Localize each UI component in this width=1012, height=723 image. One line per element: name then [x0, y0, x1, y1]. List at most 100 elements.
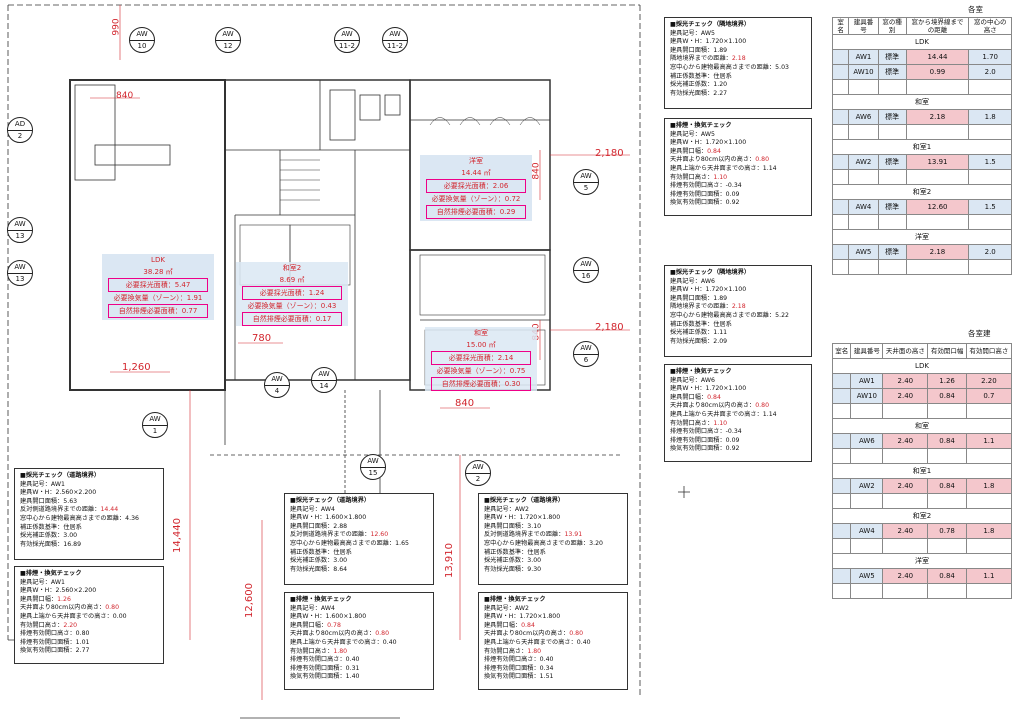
check-line: 建具W・H：1.720×1.100 — [670, 139, 806, 148]
table-cell-empty — [831, 64, 850, 80]
check-line: 建具W・H：1.720×1.100 — [670, 38, 806, 47]
marker-number: 2 — [17, 132, 23, 140]
check-label: 建具記号：AW5 — [670, 130, 715, 138]
check-line: 建具開口幅：0.84 — [484, 622, 622, 631]
check-value: 2.20 — [63, 621, 78, 629]
table-blank-row — [831, 538, 1012, 554]
check-label: 建具開口面積：5.63 — [20, 497, 78, 505]
check-line: 天井面より80cm以内の高さ：0.80 — [484, 630, 622, 639]
room-line-3: 自然排煙必要面積：0.30 — [431, 377, 531, 391]
room-line-3: 自然排煙必要面積：0.77 — [108, 304, 208, 318]
table-cell: 0.84 — [927, 388, 967, 404]
table1-title: 各室 — [968, 5, 983, 14]
check-label: 建具開口面積：2.88 — [290, 522, 348, 530]
table-cell: 2.18 — [905, 109, 970, 125]
check-label: 天井面より80cm以内の高さ： — [484, 630, 570, 638]
check-line: 建具開口面積：1.89 — [670, 47, 806, 56]
check-line: ■排煙・換気チェック — [20, 570, 158, 579]
room-area: 8.69 ㎡ — [279, 276, 305, 284]
check-line: 建具記号：AW2 — [484, 506, 622, 515]
table-cell-empty — [905, 124, 970, 140]
table-cell: 0.78 — [927, 523, 967, 539]
check-label: ■採光チェック（道路境界） — [20, 472, 101, 479]
check-value: 1.80 — [333, 647, 348, 655]
check-line: 建具記号：AW4 — [290, 605, 428, 614]
check-line: 補正係数基準：住居系 — [670, 73, 806, 82]
check-label: 排煙有効開口高さ：0.80 — [20, 630, 90, 638]
check-label: 窓中心から建物最高高さまでの距離：1.65 — [290, 539, 409, 547]
table-blank-row — [831, 124, 1012, 140]
table-cell-empty — [850, 493, 884, 509]
check-line: 建具上端から天井面までの高さ：0.00 — [20, 613, 158, 622]
table-cell-empty — [968, 124, 1012, 140]
check-label: 建具W・H：1.720×1.100 — [670, 385, 747, 393]
check-line: ■採光チェック（道路境界） — [290, 497, 428, 506]
check-line: 補正係数基準：住居系 — [290, 549, 428, 558]
check-line: 有効採光面積：2.27 — [670, 90, 806, 99]
table-header: 窓から境界線までの距離 — [905, 17, 970, 35]
table-cell-empty — [850, 583, 884, 599]
check-label: 建具開口幅： — [670, 393, 708, 401]
check-label: ■採光チェック（隣地境界） — [670, 269, 751, 276]
table-cell-empty — [831, 583, 852, 599]
table-cell-empty — [927, 448, 967, 464]
table-cell-empty — [831, 199, 850, 215]
check-line: 天井面より80cm以内の高さ：0.80 — [20, 604, 158, 613]
check-label: 有効開口高さ： — [484, 647, 528, 655]
table-room-name: 洋室 — [832, 229, 1012, 245]
check-line: 採光補正係数：3.00 — [484, 557, 622, 566]
check-label: 建具W・H：1.720×1.100 — [670, 139, 747, 147]
table-cell-empty — [927, 538, 967, 554]
table-header: 有効開口高さ — [965, 343, 1012, 359]
table-cell-empty — [882, 583, 929, 599]
check-label: 天井面より80cm以内の高さ： — [290, 630, 376, 638]
check-line: 建具記号：AW1 — [20, 579, 158, 588]
table-header: 窓の種別 — [877, 17, 907, 35]
check-label: 建具W・H：1.720×1.100 — [670, 38, 747, 46]
table-cell-empty — [905, 259, 970, 275]
table-blank-row — [831, 448, 1012, 464]
table-room-name: LDK — [832, 358, 1012, 374]
table-cell-empty — [965, 448, 1012, 464]
dim-840-right-top: 840 — [531, 162, 542, 180]
table-cell: 2.18 — [905, 244, 970, 260]
check-line: 換気有効開口面積：2.77 — [20, 647, 158, 656]
check-line: ■採光チェック（隣地境界） — [670, 269, 806, 278]
room-line-1: 必要採光面積：2.06 — [426, 179, 526, 193]
check-label: 換気有効開口面積：1.51 — [484, 673, 554, 681]
table-cell: 0.7 — [965, 388, 1012, 404]
table-cell: 1.1 — [965, 433, 1012, 449]
table-cell: 2.0 — [968, 244, 1012, 260]
check-line: 反対側道路境界までの距離：12.60 — [290, 531, 428, 540]
marker-number: 13 — [15, 232, 25, 240]
table-cell: 2.40 — [882, 433, 929, 449]
check-line: 窓中心から建物最高高さまでの距離：4.36 — [20, 515, 158, 524]
table-cell-empty — [831, 124, 850, 140]
check-label: 換気有効開口面積：1.40 — [290, 673, 360, 681]
table-cell: 0.84 — [927, 568, 967, 584]
table-cell-empty — [882, 448, 929, 464]
room-line-2: 必要換気量（ゾーン）：0.72 — [431, 195, 521, 203]
table-cell: 標準 — [877, 49, 907, 65]
table-cell: 2.40 — [882, 568, 929, 584]
check-label: 有効採光面積：9.30 — [484, 565, 542, 573]
marker-type: AW — [216, 29, 240, 41]
table-cell-empty — [831, 49, 850, 65]
table-cell: 1.70 — [968, 49, 1012, 65]
room-line-1: 必要採光面積：5.47 — [108, 278, 208, 292]
check-value: 0.80 — [755, 156, 770, 164]
check-line: 補正係数基準：住居系 — [484, 549, 622, 558]
room-line-2: 必要換気量（ゾーン）：1.91 — [113, 294, 203, 302]
check-label: 排煙有効開口高さ：-0.34 — [670, 182, 742, 190]
check-line: ■採光チェック（隣地境界） — [670, 21, 806, 30]
check-line: 反対側道路境界までの距離：14.44 — [20, 506, 158, 515]
